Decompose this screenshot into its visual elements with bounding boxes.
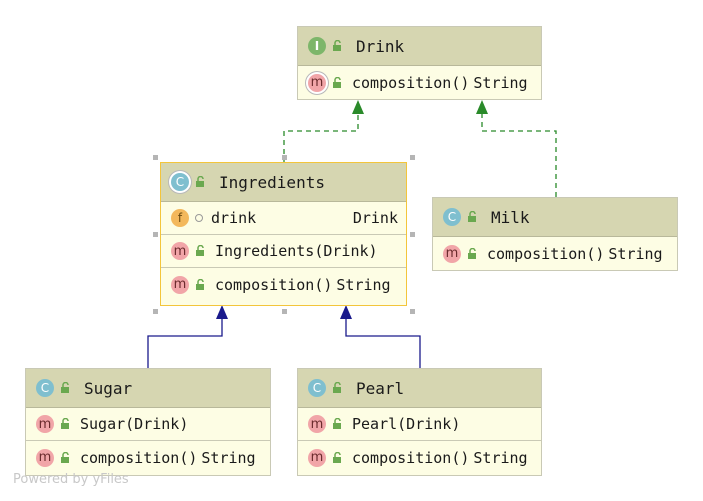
method-name: composition(): [352, 448, 470, 467]
selection-handle[interactable]: [282, 155, 287, 160]
extends-edge-pearl-ingredients: [345, 318, 421, 368]
constructor-name: Sugar(Drink): [80, 415, 189, 433]
lock-icon: [333, 40, 341, 51]
field-name: drink: [211, 209, 257, 227]
method-row[interactable]: m Sugar(Drink): [26, 408, 270, 441]
implements-edge-milk-drink: [481, 112, 557, 197]
method-return-type: String: [608, 244, 663, 263]
lock-icon: [333, 418, 341, 429]
lock-icon: [333, 382, 341, 393]
node-title: Ingredients: [219, 172, 325, 192]
method-icon: m: [308, 415, 326, 433]
ingredients-class-node[interactable]: C Ingredients f drink Drink m Ingredient…: [160, 162, 407, 306]
method-return-type: String: [473, 448, 528, 467]
method-row[interactable]: m composition() String: [298, 66, 541, 99]
field-row[interactable]: f drink Drink: [161, 202, 406, 235]
milk-class-node[interactable]: C Milk m composition() String: [432, 197, 678, 271]
lock-icon: [333, 451, 341, 463]
lock-icon: [468, 247, 476, 259]
method-icon: m: [308, 73, 326, 92]
implements-edge-ingredients-drink: [283, 112, 359, 163]
selection-handle[interactable]: [153, 155, 158, 160]
field-type: Drink: [352, 209, 398, 227]
method-row[interactable]: m composition() String: [161, 268, 406, 301]
method-icon: m: [36, 415, 54, 433]
selection-handle[interactable]: [410, 309, 415, 314]
class-icon: C: [443, 208, 461, 226]
method-row[interactable]: m composition() String: [26, 441, 270, 474]
implements-arrowhead-ingredients: [352, 100, 364, 114]
selection-handle[interactable]: [282, 309, 287, 314]
lock-icon: [196, 245, 204, 256]
method-name: composition(): [215, 275, 333, 294]
method-icon: m: [308, 448, 326, 467]
node-header: C Sugar: [26, 369, 270, 408]
method-row[interactable]: m Ingredients(Drink): [161, 235, 406, 268]
constructor-name: Pearl(Drink): [352, 415, 461, 433]
node-header: C Milk: [433, 198, 677, 237]
method-row[interactable]: m Pearl(Drink): [298, 408, 541, 441]
node-title: Drink: [356, 36, 405, 56]
selection-handle[interactable]: [153, 232, 158, 237]
extends-arrowhead-pearl: [340, 305, 352, 319]
method-row[interactable]: m composition() String: [298, 441, 541, 474]
interface-icon: I: [308, 37, 326, 55]
method-name: composition(): [487, 244, 605, 263]
selection-handle[interactable]: [153, 309, 158, 314]
lock-icon: [61, 418, 69, 429]
method-name: composition(): [352, 73, 470, 92]
method-icon: m: [171, 242, 189, 260]
selection-handle[interactable]: [410, 232, 415, 237]
method-return-type: String: [336, 275, 391, 294]
node-header: C Pearl: [298, 369, 541, 408]
constructor-name: Ingredients(Drink): [215, 242, 378, 260]
node-header: C Ingredients: [161, 163, 406, 202]
field-icon: f: [171, 209, 189, 227]
method-return-type: String: [201, 448, 256, 467]
extends-arrowhead-sugar: [216, 305, 228, 319]
lock-icon: [61, 382, 69, 393]
lock-icon: [196, 278, 204, 290]
class-icon: C: [171, 173, 189, 191]
method-name: composition(): [80, 448, 198, 467]
lock-icon: [196, 176, 204, 187]
sugar-class-node[interactable]: C Sugar m Sugar(Drink) m composition() S…: [25, 368, 271, 476]
extends-edge-sugar-ingredients: [147, 318, 223, 368]
node-title: Pearl: [356, 378, 405, 398]
pearl-class-node[interactable]: C Pearl m Pearl(Drink) m composition() S…: [297, 368, 542, 476]
selection-handle[interactable]: [410, 155, 415, 160]
node-title: Milk: [491, 207, 530, 227]
package-visibility-icon: [195, 214, 203, 222]
class-icon: C: [36, 379, 54, 397]
implements-arrowhead-milk: [476, 100, 488, 114]
lock-icon: [468, 211, 476, 222]
node-title: Sugar: [84, 378, 133, 398]
watermark: Powered by yFiles: [13, 472, 129, 487]
method-icon: m: [171, 275, 189, 294]
class-icon: C: [308, 379, 326, 397]
method-row[interactable]: m composition() String: [433, 237, 677, 270]
lock-icon: [61, 451, 69, 463]
method-return-type: String: [473, 73, 528, 92]
lock-icon: [333, 76, 341, 88]
drink-interface-node[interactable]: I Drink m composition() String: [297, 26, 542, 100]
method-icon: m: [36, 448, 54, 467]
method-icon: m: [443, 244, 461, 263]
node-header: I Drink: [298, 27, 541, 66]
